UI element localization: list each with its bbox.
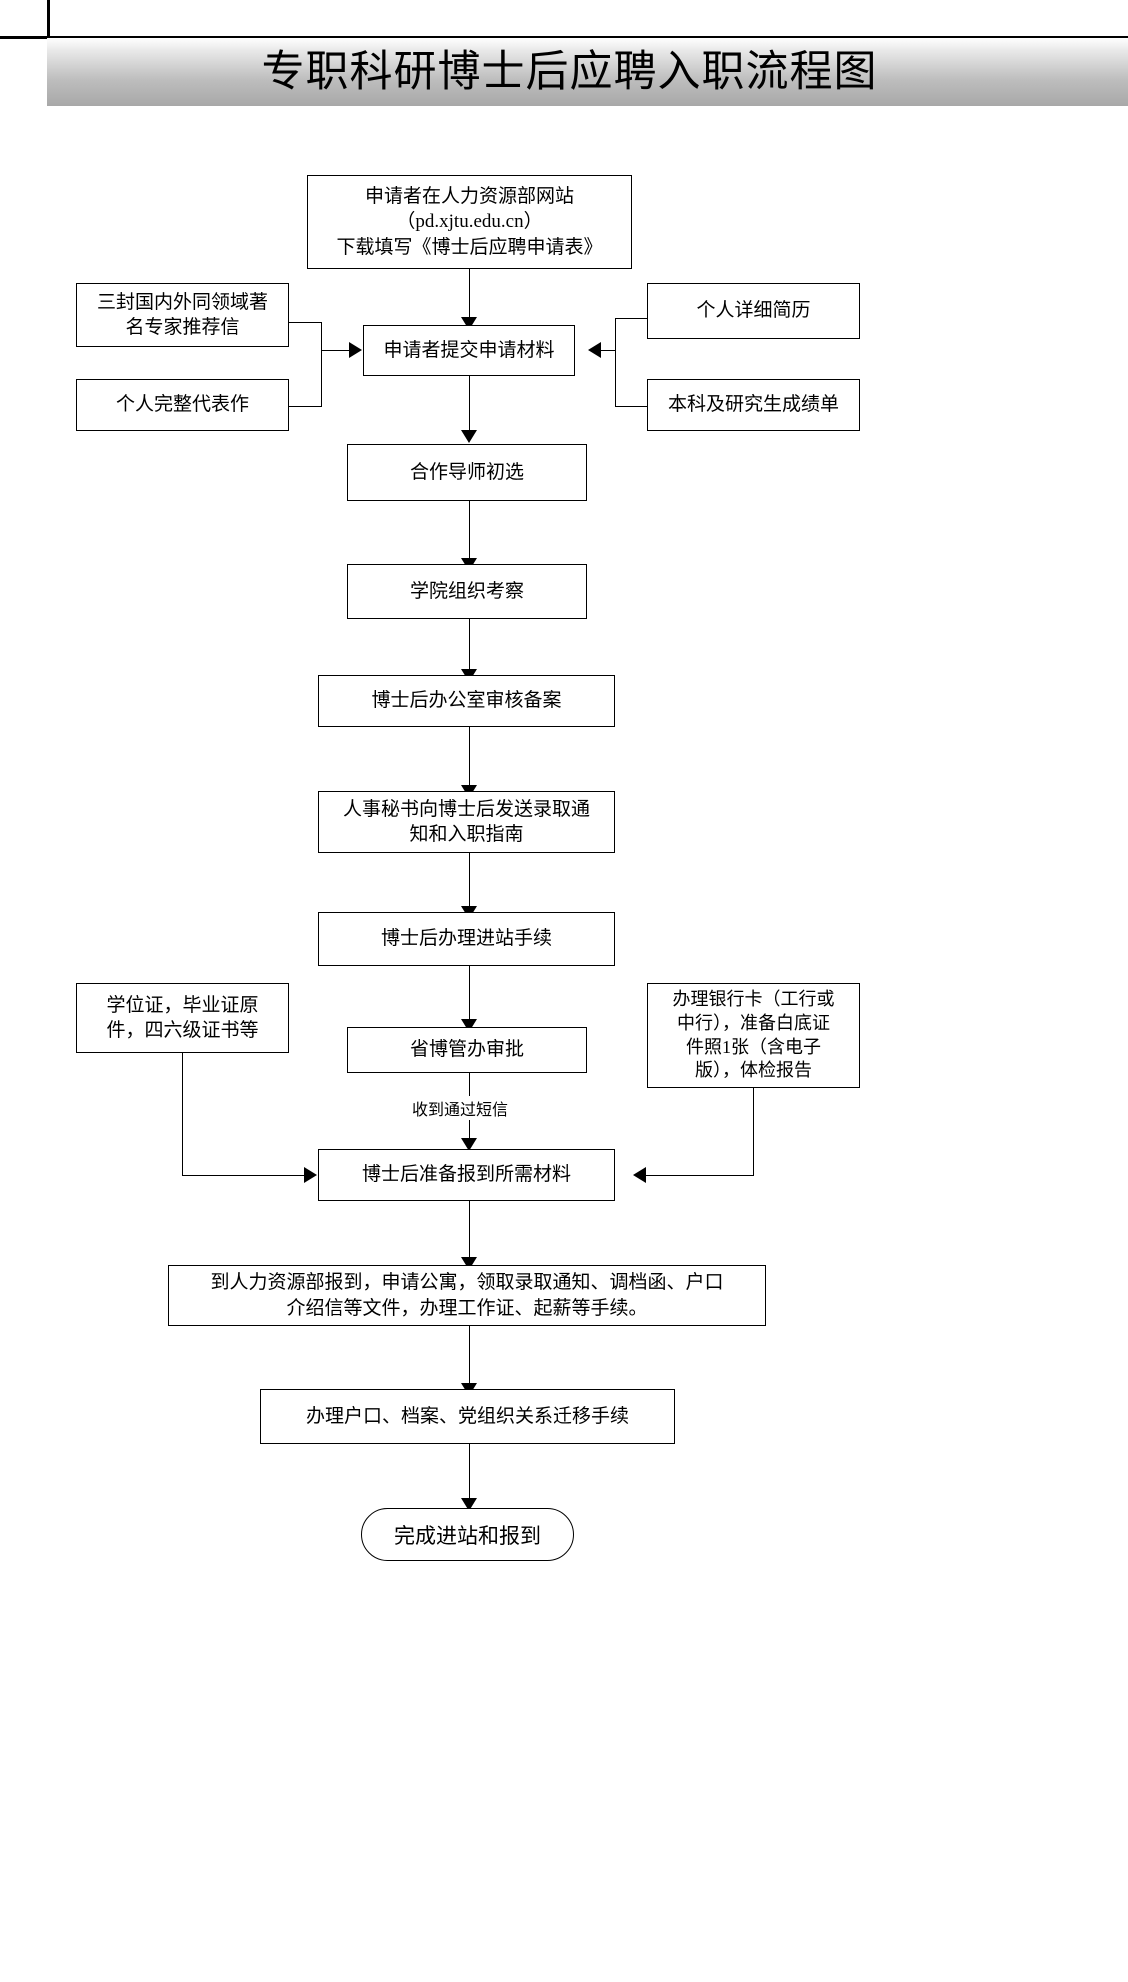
node-bank-card-photos-line-3: 件照1张（含电子 [686,1036,821,1057]
connector-submit-to-supervisor [469,376,470,433]
connector-repworks-out [289,406,322,407]
connector-recletters-out [289,322,322,323]
node-degree-certificates: 学位证，毕业证原 件，四六级证书等 [76,983,289,1053]
node-prepare-report-materials: 博士后准备报到所需材料 [318,1149,615,1201]
arrowhead-household-to-finish [461,1498,477,1511]
connector-secretary-to-entry [469,853,470,910]
connector-left-merge-to-submit [321,350,349,351]
connector-household-to-finish [469,1444,470,1502]
node-hr-report-line-2: 介绍信等文件，办理工作证、起薪等手续。 [286,1297,648,1319]
node-college-inspection: 学院组织考察 [347,564,587,619]
node-finish-label: 完成进站和报到 [394,1523,541,1548]
node-hr-secretary-notice-line-1: 人事秘书向博士后发送录取通 [342,798,590,820]
node-province-approval: 省博管办审批 [347,1027,587,1073]
node-entry-procedures-line-1: 博士后办理进站手续 [380,928,552,950]
node-detailed-resume: 个人详细简历 [647,283,860,339]
connector-transcripts-up [615,350,616,406]
node-hr-report: 到人力资源部报到，申请公寓，领取录取通知、调档函、户口 介绍信等文件，办理工作证… [168,1265,766,1326]
node-postdoc-office-review: 博士后办公室审核备案 [318,675,615,727]
node-supervisor-preselect: 合作导师初选 [347,444,587,501]
arrowhead-submit-to-supervisor [461,430,477,443]
connector-right-merge-to-submit [601,350,616,351]
connector-recletters-down [321,322,322,350]
title-banner: 专职科研博士后应聘入职流程图 [47,38,1128,106]
edge-label-sms-received: 收到通过短信 [410,1096,511,1120]
node-degree-certificates-line-1: 学位证，毕业证原 [106,994,259,1016]
connector-office-to-secretary [469,727,470,789]
arrowhead-bankcard-into-prepare [633,1167,646,1183]
connector-resume-out [615,318,648,319]
node-hr-secretary-notice-line-2: 知和入职指南 [409,824,524,845]
node-college-inspection-line-1: 学院组织考察 [409,580,524,602]
node-recommendation-letters-line-1: 三封国内外同领域著 [96,291,268,313]
node-entry-procedures: 博士后办理进站手续 [318,912,615,966]
node-submit-materials-line-1: 申请者提交申请材料 [383,339,555,361]
node-bank-card-photos-line-2: 中行），准备白底证 [677,1012,830,1033]
connector-hrreport-to-household [469,1326,470,1387]
connector-repworks-up [321,350,322,406]
node-detailed-resume-line-1: 个人详细简历 [696,300,811,322]
node-recommendation-letters: 三封国内外同领域著 名专家推荐信 [76,283,289,347]
arrowhead-left-into-submit [349,342,362,358]
node-submit-materials: 申请者提交申请材料 [363,325,575,376]
node-recommendation-letters-line-2: 名专家推荐信 [125,317,240,338]
node-prepare-report-materials-line-1: 博士后准备报到所需材料 [361,1164,571,1186]
node-province-approval-line-1: 省博管办审批 [409,1039,524,1061]
node-bank-card-photos-line-4: 版），体检报告 [695,1060,812,1081]
connector-applyform-to-submit [469,269,470,321]
corner-rule-vertical [47,0,50,38]
node-degree-certificates-line-2: 件，四六级证书等 [106,1020,259,1041]
connector-resume-down [615,318,616,350]
node-bank-card-photos-line-1: 办理银行卡（工行或 [672,989,835,1009]
node-apply-form-line-2: （pd.xjtu.edu.cn） [396,211,543,233]
node-apply-form-line-1: 申请者在人力资源部网站 [364,186,574,208]
connector-bankcard-to-prepare [646,1175,754,1176]
node-representative-works: 个人完整代表作 [76,379,289,431]
node-representative-works-line-1: 个人完整代表作 [115,394,249,416]
connector-prepare-to-hrreport [469,1201,470,1261]
node-hr-secretary-notice: 人事秘书向博士后发送录取通 知和入职指南 [318,791,615,853]
node-household-transfer: 办理户口、档案、党组织关系迁移手续 [260,1389,675,1444]
node-household-transfer-line-1: 办理户口、档案、党组织关系迁移手续 [305,1405,629,1427]
connector-entry-to-province [469,966,470,1023]
corner-rule-horizontal [0,36,1128,39]
connector-degcert-to-prepare [182,1175,304,1176]
connector-bankcard-down [753,1088,754,1175]
connector-college-to-office [469,619,470,673]
connector-transcripts-out [615,406,648,407]
node-postdoc-office-review-line-1: 博士后办公室审核备案 [371,690,562,712]
connector-supervisor-to-college [469,501,470,562]
arrowhead-province-to-prepare [461,1138,477,1151]
connector-degcert-down [182,1053,183,1175]
node-transcripts: 本科及研究生成绩单 [647,379,860,431]
page-title: 专职科研博士后应聘入职流程图 [261,48,878,96]
arrowhead-degcert-into-prepare [304,1167,317,1183]
node-hr-report-line-1: 到人力资源部报到，申请公寓，领取录取通知、调档函、户口 [210,1272,724,1294]
node-apply-form: 申请者在人力资源部网站 （pd.xjtu.edu.cn） 下载填写《博士后应聘申… [307,175,632,269]
node-apply-form-line-3: 下载填写《博士后应聘申请表》 [336,236,603,258]
node-supervisor-preselect-line-1: 合作导师初选 [409,461,524,483]
node-finish: 完成进站和报到 [361,1508,574,1561]
arrowhead-right-into-submit [588,342,601,358]
node-bank-card-photos: 办理银行卡（工行或 中行），准备白底证 件照1张（含电子 版），体检报告 [647,983,860,1088]
node-transcripts-line-1: 本科及研究生成绩单 [667,394,839,416]
